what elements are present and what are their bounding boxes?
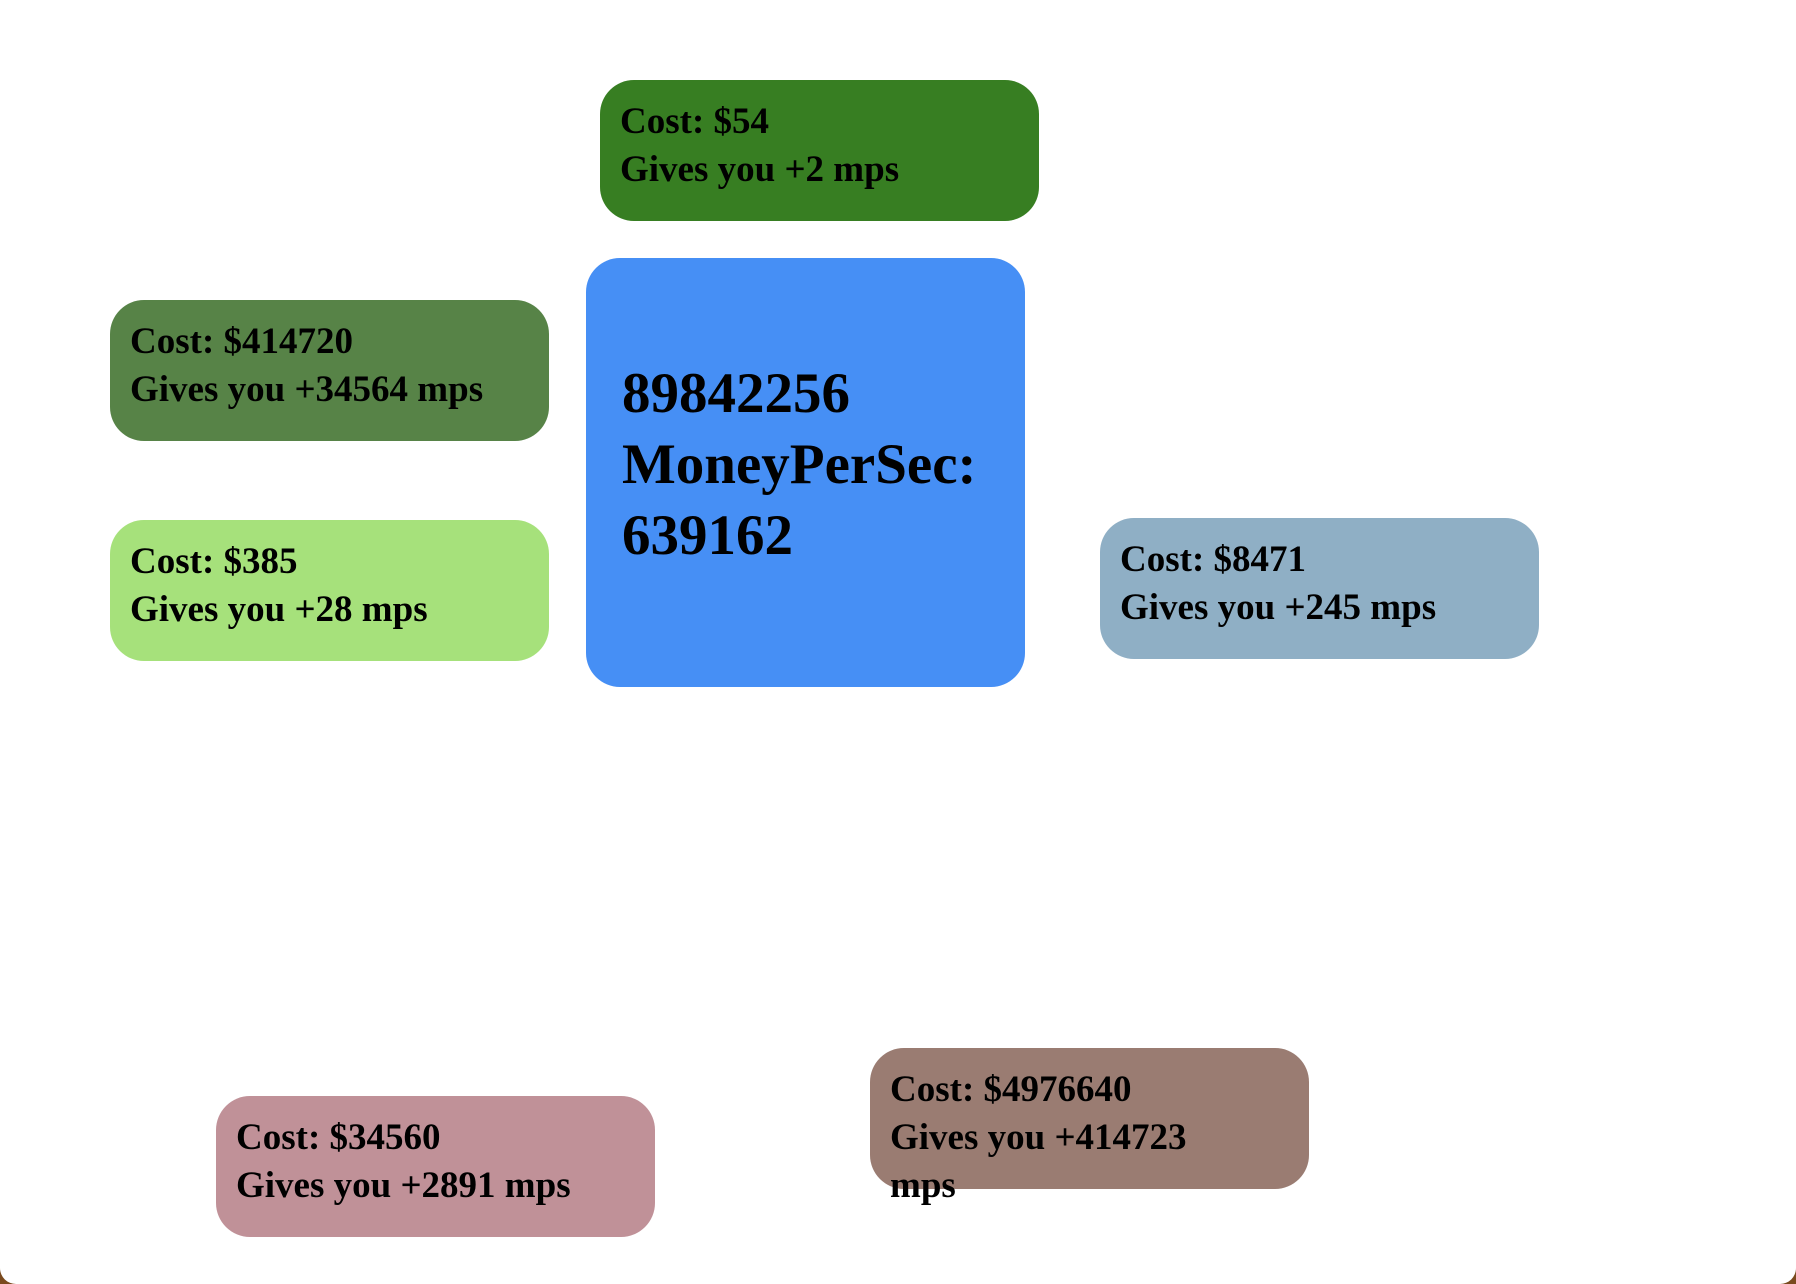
upgrade-cost: Cost: $385 — [130, 541, 298, 582]
upgrade-cost: Cost: $414720 — [130, 321, 354, 362]
upgrade-button-3[interactable]: Cost: $8471 Gives you +245 mps — [1100, 518, 1539, 659]
upgrade-button-1[interactable]: Cost: $54 Gives you +2 mps — [600, 80, 1039, 221]
upgrade-button-5[interactable]: Cost: $414720 Gives you +34564 mps — [110, 300, 549, 441]
upgrade-button-4[interactable]: Cost: $34560 Gives you +2891 mps — [216, 1096, 655, 1237]
mps-value: 639162 — [622, 504, 793, 567]
upgrade-button-2[interactable]: Cost: $385 Gives you +28 mps — [110, 520, 549, 661]
mps-label: MoneyPerSec: — [622, 433, 977, 496]
upgrade-cost: Cost: $34560 — [236, 1117, 441, 1158]
upgrade-cost: Cost: $54 — [620, 101, 770, 142]
upgrade-cost: Cost: $8471 — [1120, 539, 1307, 580]
upgrade-gain: Gives you +414723 mps — [890, 1117, 1187, 1206]
upgrade-gain: Gives you +28 mps — [130, 589, 428, 630]
upgrade-gain: Gives you +34564 mps — [130, 369, 484, 410]
upgrade-gain: Gives you +245 mps — [1120, 587, 1437, 628]
upgrade-gain: Gives you +2 mps — [620, 149, 900, 190]
money-value: 89842256 — [622, 362, 850, 425]
upgrade-cost: Cost: $4976640 — [890, 1069, 1132, 1110]
money-counter-button[interactable]: 89842256 MoneyPerSec: 639162 — [586, 258, 1025, 687]
upgrade-gain: Gives you +2891 mps — [236, 1165, 571, 1206]
upgrade-button-6[interactable]: Cost: $4976640 Gives you +414723 mps — [870, 1048, 1309, 1206]
